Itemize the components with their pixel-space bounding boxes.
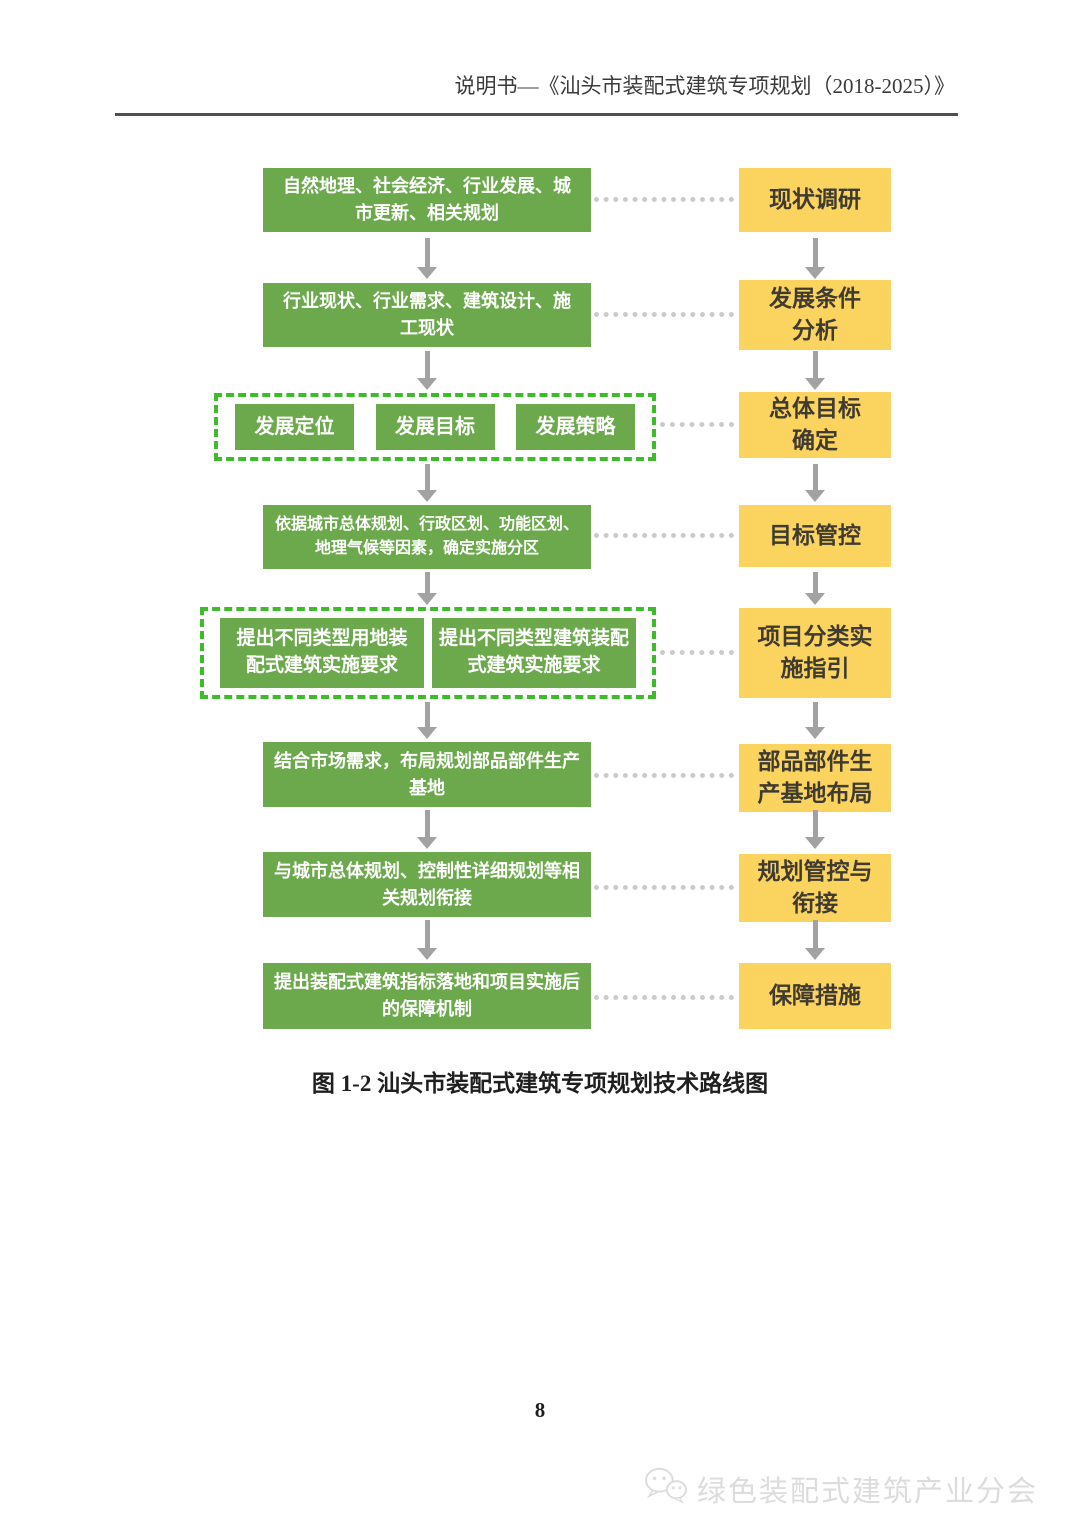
down-arrow-icon: [804, 920, 826, 960]
down-arrow-icon: [804, 702, 826, 739]
dotted-connector: [660, 650, 734, 655]
group-box-building-requirements: 提出不同类型建筑装配 式建筑实施要求: [432, 618, 636, 688]
footer-watermark: 绿色装配式建筑产业分会: [643, 1466, 1038, 1512]
down-arrow-icon: [416, 464, 438, 502]
header-divider: [115, 113, 958, 116]
flow-box-plan-alignment: 与城市总体规划、控制性详细规划等相 关规划衔接: [263, 852, 591, 917]
stage-box-safeguard-measures: 保障措施: [739, 963, 891, 1029]
dotted-connector: [594, 533, 734, 538]
stage-box-classified-guidance: 项目分类实 施指引: [739, 608, 891, 698]
flow-box-safeguard-mechanism: 提出装配式建筑指标落地和项目实施后 的保障机制: [263, 963, 591, 1029]
page-header-title: 说明书—《汕头市装配式建筑专项规划（2018-2025）》: [454, 74, 956, 98]
stage-box-planning-control: 规划管控与 衔接: [739, 854, 891, 922]
down-arrow-icon: [804, 464, 826, 502]
down-arrow-icon: [804, 238, 826, 279]
watermark-text: 绿色装配式建筑产业分会: [696, 1476, 1038, 1508]
stage-box-status-survey: 现状调研: [739, 168, 891, 232]
page-number: 8: [534, 1398, 546, 1422]
stage-box-overall-goal: 总体目标 确定: [739, 392, 891, 458]
wechat-icon: [643, 1466, 689, 1512]
stage-box-condition-analysis: 发展条件 分析: [739, 280, 891, 350]
dotted-connector: [594, 197, 734, 202]
dotted-connector: [594, 312, 734, 317]
group-box-strategy: 发展策略: [516, 404, 635, 450]
down-arrow-icon: [416, 351, 438, 390]
group-box-positioning: 发展定位: [235, 404, 354, 450]
down-arrow-icon: [804, 351, 826, 390]
flow-box-production-base: 结合市场需求，布局规划部品部件生产 基地: [263, 742, 591, 807]
dotted-connector: [594, 995, 734, 1000]
down-arrow-icon: [416, 810, 438, 849]
down-arrow-icon: [804, 810, 826, 849]
dotted-connector: [594, 885, 734, 890]
dashed-group-requirements: 提出不同类型用地装 配式建筑实施要求 提出不同类型建筑装配 式建筑实施要求: [200, 607, 656, 699]
down-arrow-icon: [416, 920, 438, 960]
dotted-connector: [594, 773, 734, 778]
stage-box-base-layout: 部品部件生 产基地布局: [739, 744, 891, 812]
flow-box-zoning: 依据城市总体规划、行政区划、功能区划、 地理气候等因素，确定实施分区: [263, 505, 591, 569]
flow-box-survey-inputs: 自然地理、社会经济、行业发展、城 市更新、相关规划: [263, 168, 591, 232]
dashed-group-development: 发展定位 发展目标 发展策略: [214, 393, 656, 461]
figure-caption: 图 1-2 汕头市装配式建筑专项规划技术路线图: [311, 1071, 769, 1096]
dotted-connector: [660, 422, 734, 427]
flow-box-industry-status: 行业现状、行业需求、建筑设计、施 工现状: [263, 283, 591, 347]
down-arrow-icon: [416, 702, 438, 739]
down-arrow-icon: [804, 572, 826, 605]
down-arrow-icon: [416, 572, 438, 605]
stage-box-goal-control: 目标管控: [739, 505, 891, 567]
down-arrow-icon: [416, 238, 438, 279]
group-box-land-requirements: 提出不同类型用地装 配式建筑实施要求: [220, 618, 424, 688]
group-box-goals: 发展目标: [375, 404, 495, 450]
